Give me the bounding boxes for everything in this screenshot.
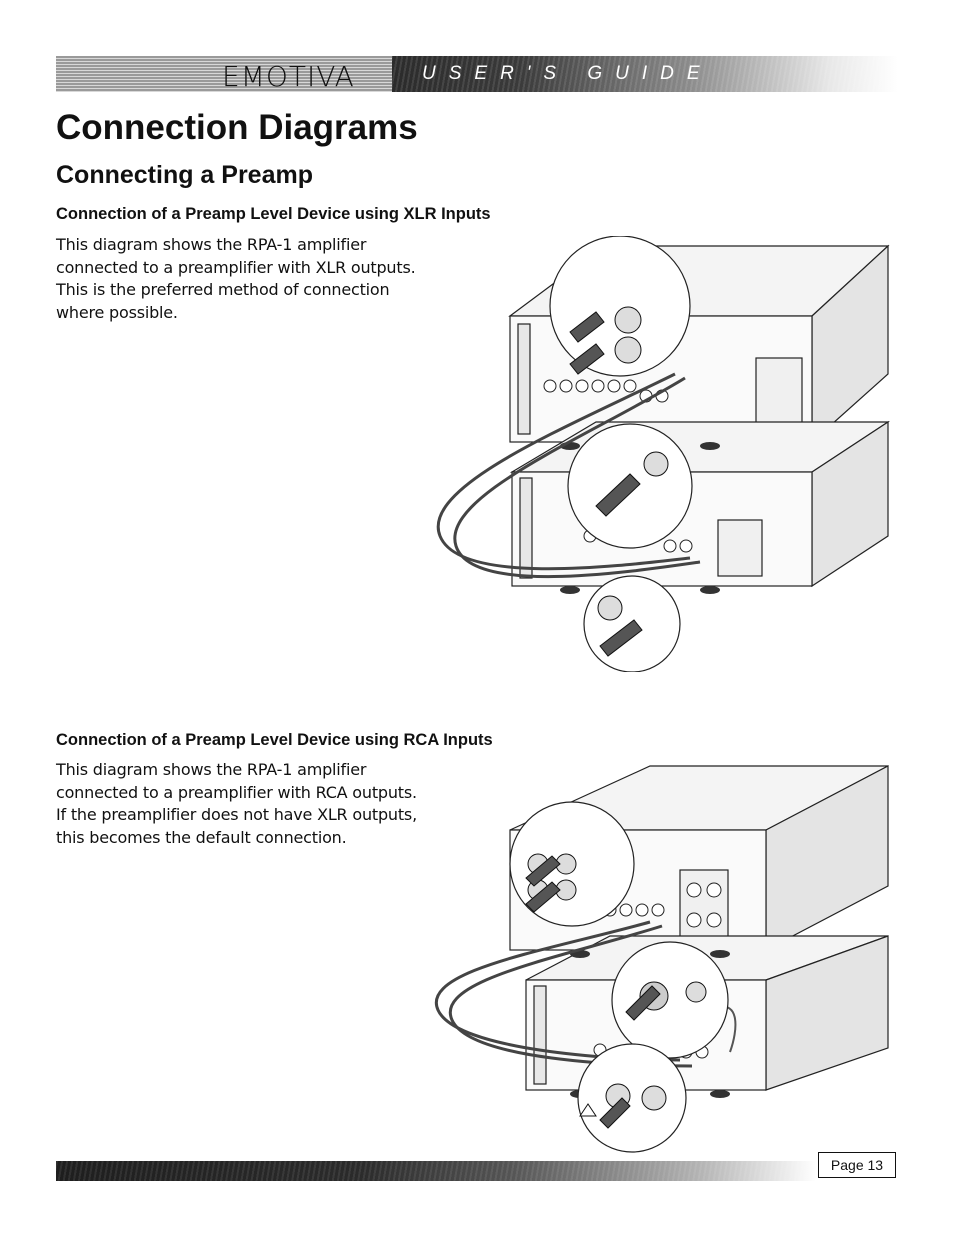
callout-amp-rca-input-lower	[577, 1043, 687, 1153]
rca-line-2: connected to a preamplifier with RCA out…	[56, 782, 417, 802]
rca-heading: Connection of a Preamp Level Device usin…	[56, 731, 493, 749]
xlr-heading: Connection of a Preamp Level Device usin…	[56, 205, 491, 223]
rca-line-1: This diagram shows the RPA-1 amplifier	[56, 760, 367, 779]
xlr-line-1: This diagram shows the RPA-1 amplifier	[56, 235, 367, 254]
page-title: Connection Diagrams	[56, 108, 418, 147]
rca-line-4: this becomes the default connection.	[56, 828, 347, 848]
xlr-cable-right	[453, 376, 701, 579]
header-band: EMOTIVA USER'S GUIDE	[56, 56, 898, 93]
rca-connection-diagram	[434, 765, 889, 1153]
callout-amp-rca-input-upper	[611, 941, 729, 1059]
xlr-connection-diagram	[436, 236, 891, 672]
rca-description: This diagram shows the RPA-1 amplifier c…	[56, 759, 426, 850]
xlr-line-3: This is the preferred method of connecti…	[56, 280, 390, 300]
rca-cable-left	[434, 920, 681, 1062]
xlr-description: This diagram shows the RPA-1 amplifier c…	[56, 234, 426, 325]
xlr-cable-left	[436, 372, 691, 571]
xlr-line-4: where possible.	[56, 303, 178, 323]
page-number: Page 13	[818, 1152, 896, 1178]
brand-logo: EMOTIVA	[222, 60, 355, 93]
callout-preamp-xlr-outputs	[549, 236, 691, 377]
header-logo-panel	[56, 56, 392, 92]
footer-band	[56, 1161, 816, 1181]
users-guide-label: USER'S GUIDE	[422, 63, 713, 84]
rca-line-3: If the preamplifier does not have XLR ou…	[56, 805, 417, 825]
section-title: Connecting a Preamp	[56, 161, 313, 189]
xlr-line-2: connected to a preamplifier with XLR out…	[56, 257, 416, 277]
